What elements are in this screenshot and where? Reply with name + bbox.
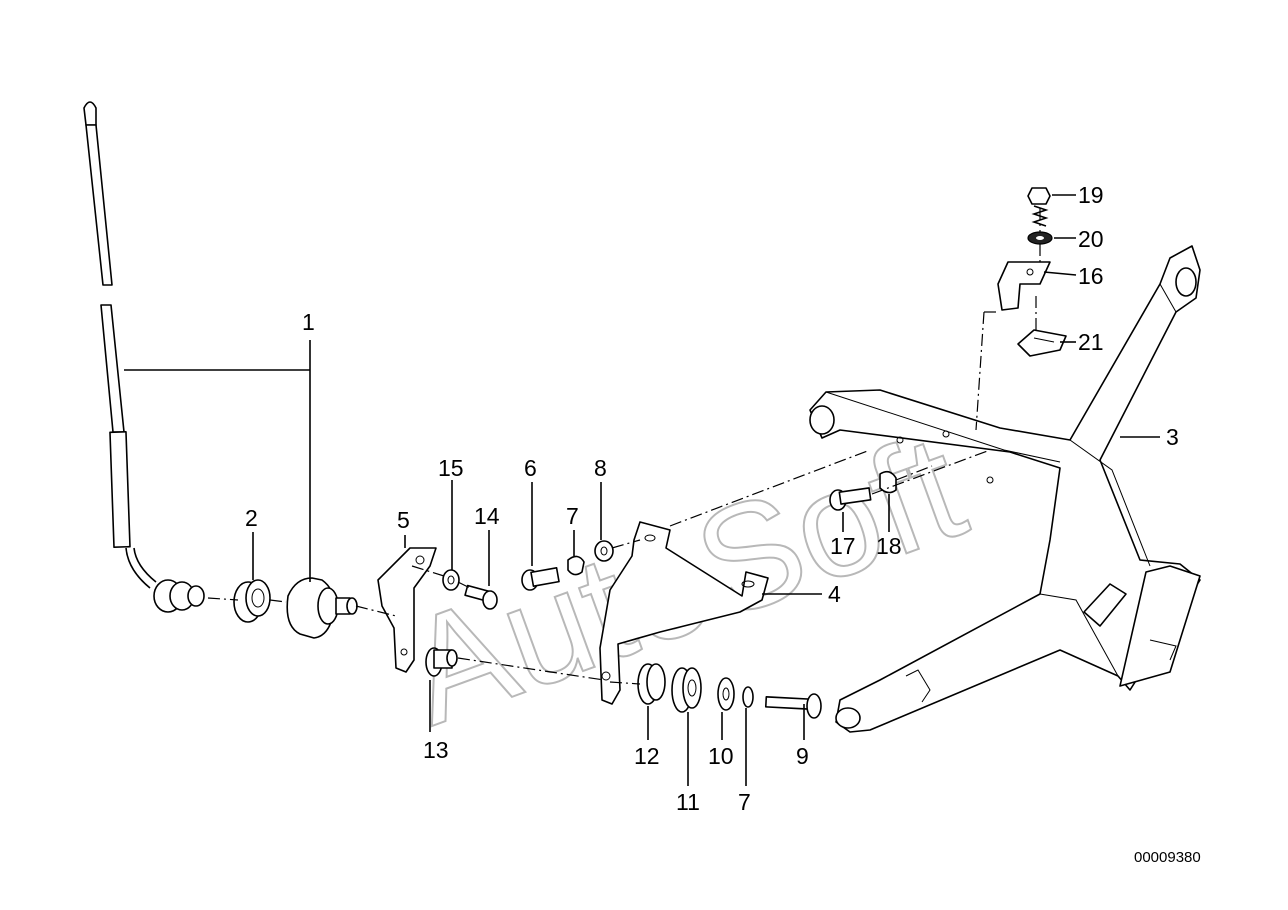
screw-part-6 <box>521 567 560 591</box>
callout-2: 2 <box>245 505 258 531</box>
screw-part-17 <box>829 487 872 511</box>
callout-16: 16 <box>1078 263 1104 289</box>
callout-21: 21 <box>1078 329 1104 355</box>
leader-lines <box>124 194 1160 786</box>
bracket-part-16 <box>997 261 1051 311</box>
washer-part-15 <box>442 569 460 591</box>
callout-1: 1 <box>302 309 315 335</box>
callout-17: 17 <box>830 533 856 559</box>
callout-8: 8 <box>594 455 607 481</box>
drawing-code: 00009380 <box>1134 849 1201 866</box>
callout-18: 18 <box>876 533 902 559</box>
callout-13: 13 <box>423 737 449 763</box>
callout-14: 14 <box>474 503 500 529</box>
bracket-part-4 <box>599 521 769 705</box>
callout-19: 19 <box>1078 182 1104 208</box>
callout-15: 15 <box>438 455 464 481</box>
washer-part-10 <box>717 677 735 711</box>
grommet-part-12 <box>637 663 666 705</box>
callout-20: 20 <box>1078 226 1104 252</box>
assembly-lines <box>207 208 1041 685</box>
clip-part-7-lower <box>742 686 754 708</box>
callout-5: 5 <box>397 507 410 533</box>
clip-part-18 <box>879 470 897 494</box>
nut-part-19 <box>1027 187 1051 205</box>
antenna-mast <box>83 101 205 613</box>
clip-part-21 <box>1017 329 1067 357</box>
washer-part-8 <box>594 540 614 562</box>
bracket-part-5 <box>377 547 437 673</box>
callout-7-lower: 7 <box>738 789 751 815</box>
callout-10: 10 <box>708 743 734 769</box>
clip-part-7-upper <box>567 555 585 576</box>
callout-11: 11 <box>676 789 700 815</box>
callout-labels: 1 2 3 4 5 6 7 8 9 10 11 12 13 14 15 16 1… <box>245 182 1179 815</box>
callout-6: 6 <box>524 455 537 481</box>
bolt-part-9 <box>764 693 822 719</box>
frame-part-3 <box>809 245 1201 733</box>
callout-4: 4 <box>828 581 841 607</box>
grommet-part-2 <box>233 579 271 623</box>
washer-part-20 <box>1027 231 1053 245</box>
grommet-part-11 <box>671 667 702 713</box>
callout-7-upper: 7 <box>566 503 579 529</box>
callout-3: 3 <box>1166 424 1179 450</box>
callout-12: 12 <box>634 743 660 769</box>
antenna-base <box>286 577 358 639</box>
callout-9: 9 <box>796 743 809 769</box>
bushing-part-13 <box>425 647 458 677</box>
screw-part-14 <box>464 584 498 610</box>
